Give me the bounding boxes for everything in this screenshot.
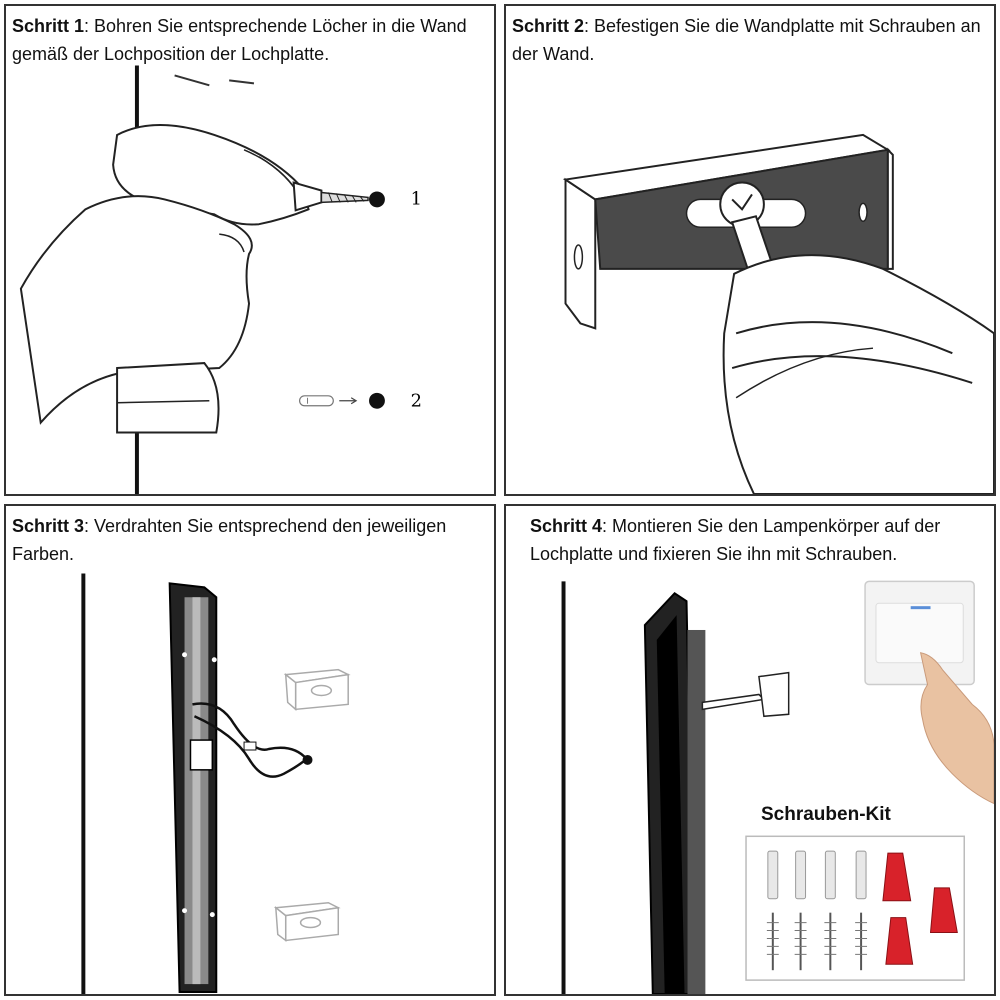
screw-kit-box	[745, 835, 965, 981]
step-2-text: : Befestigen Sie die Wandplatte mit Schr…	[512, 16, 981, 64]
step-4-text: : Montieren Sie den Lampenkörper auf der…	[530, 516, 941, 564]
bracket-mount-illustration	[562, 133, 994, 494]
screw-kit-title: Schrauben-Kit	[761, 804, 891, 825]
step-2-panel: Schritt 2: Befestigen Sie die Wandplatte…	[504, 4, 996, 496]
marker-2-label: 2	[411, 391, 422, 412]
wiring-illustration	[81, 573, 351, 994]
step-2-label: Schritt 2	[512, 16, 585, 36]
drill-illustration: 1 2	[19, 65, 422, 494]
step-1-text: : Bohren Sie entsprechende Löcher in die…	[12, 16, 467, 64]
step-3-caption: Schritt 3: Verdrahten Sie entsprechend d…	[12, 512, 486, 568]
step-1-panel: Schritt 1: Bohren Sie entsprechende Löch…	[4, 4, 496, 496]
marker-1-label: 1	[411, 188, 422, 209]
step-4-panel: Schritt 4: Montieren Sie den Lampenkörpe…	[504, 504, 996, 996]
arrow-right-icon	[350, 397, 358, 405]
step-3-panel: Schritt 3: Verdrahten Sie entsprechend d…	[4, 504, 496, 996]
step-4-caption: Schritt 4: Montieren Sie den Lampenkörpe…	[530, 512, 986, 568]
step-4-label: Schritt 4	[530, 516, 603, 536]
step-3-label: Schritt 3	[12, 516, 85, 536]
mount-lamp-illustration	[561, 580, 994, 994]
wall-anchor-icon	[298, 395, 334, 407]
step-1-label: Schritt 1	[12, 16, 85, 36]
step-1-caption: Schritt 1: Bohren Sie entsprechende Löch…	[12, 12, 486, 68]
step-3-text: : Verdrahten Sie entsprechend den jeweil…	[12, 516, 447, 564]
step-2-caption: Schritt 2: Befestigen Sie die Wandplatte…	[512, 12, 986, 68]
